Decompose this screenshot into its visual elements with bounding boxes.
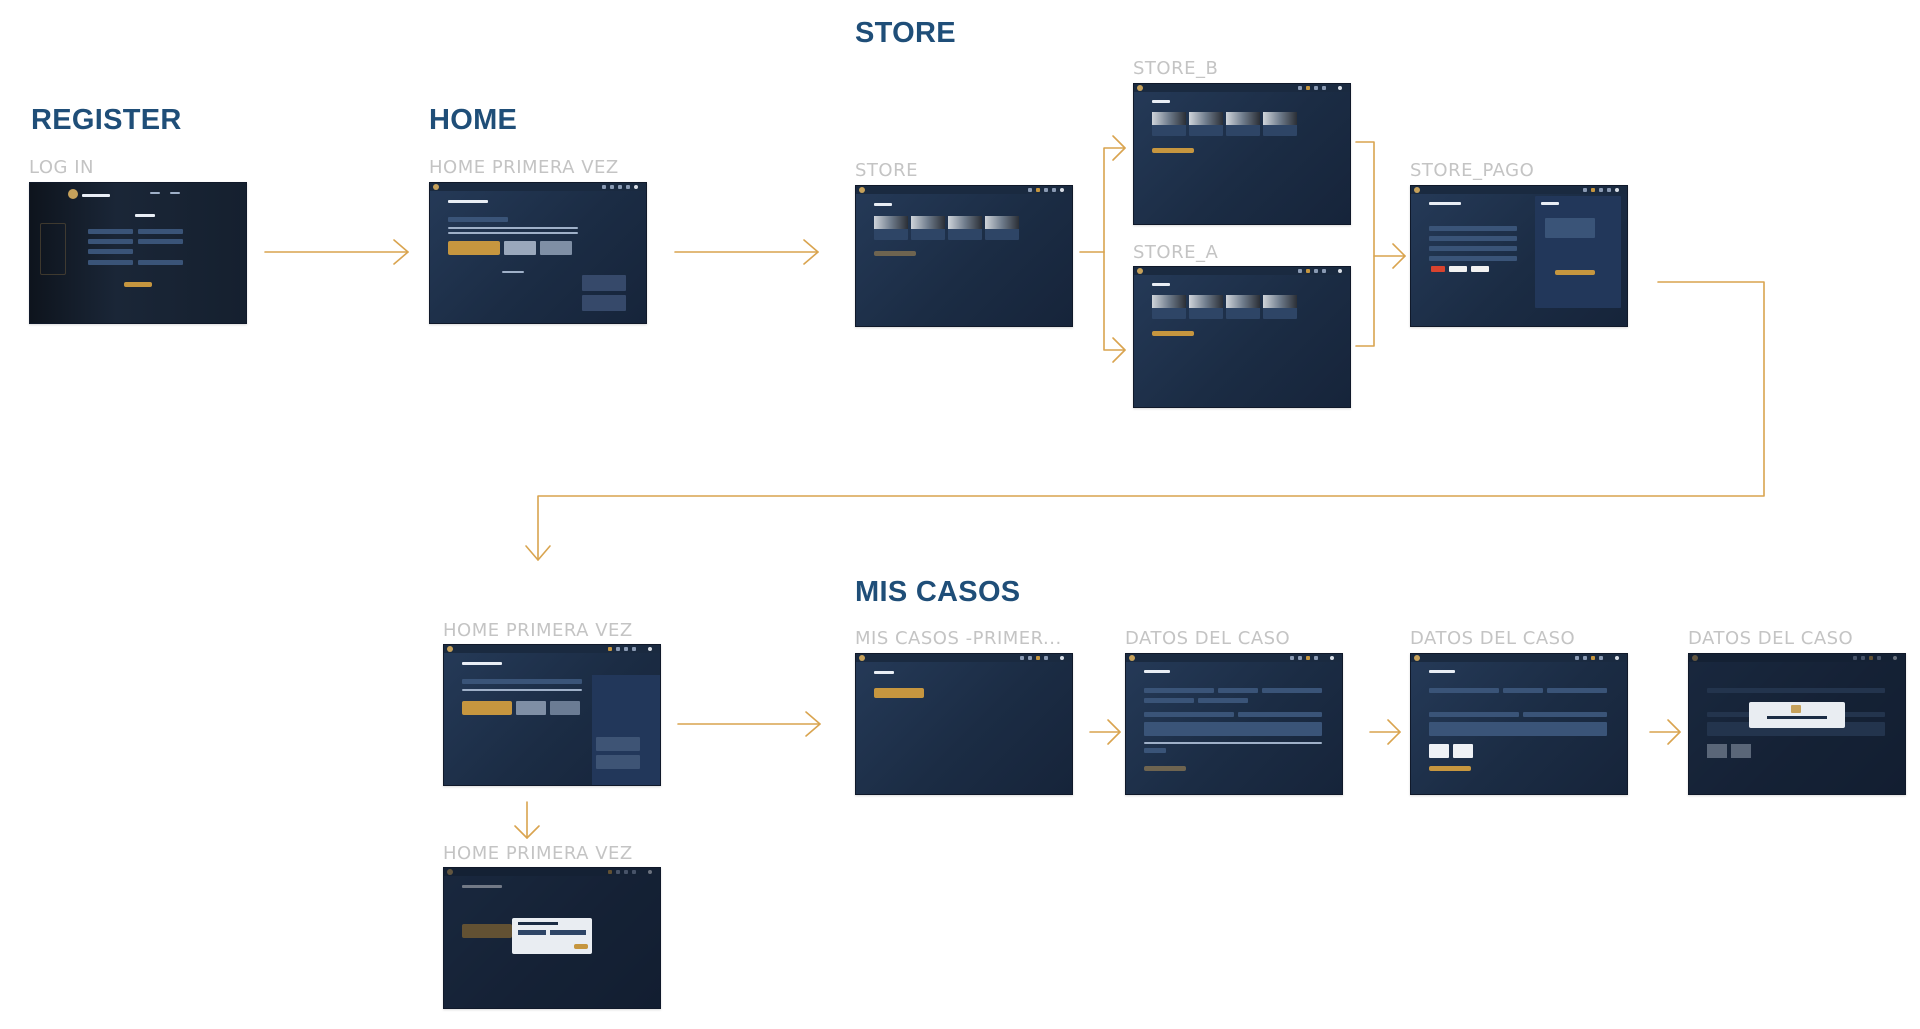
arrow-home-2-to-home-3 [514, 801, 540, 839]
connector-store-variants-to-pago [1355, 141, 1406, 347]
screen-home-primera-vez-3[interactable] [443, 867, 661, 1009]
success-modal [1749, 702, 1845, 728]
screen-datos-del-caso-2[interactable] [1410, 653, 1628, 795]
arrow-home-2-to-mis-casos [677, 711, 821, 737]
section-title-store: STORE [855, 17, 956, 49]
screen-datos-del-caso-1[interactable] [1125, 653, 1343, 795]
frame-label-home-primera-vez-3: HOME PRIMERA VEZ [443, 843, 633, 864]
schedule-modal [512, 918, 592, 954]
screen-store-b[interactable] [1133, 83, 1351, 225]
frame-label-datos-del-caso-2: DATOS DEL CASO [1410, 628, 1576, 649]
arrow-mis-casos-to-datos-1 [1089, 719, 1121, 745]
frame-label-store-a: STORE_A [1133, 242, 1219, 263]
arrow-datos-2-to-datos-3 [1649, 719, 1681, 745]
screen-log-in[interactable] [29, 182, 247, 324]
frame-label-log-in: LOG IN [29, 157, 94, 178]
section-title-register: REGISTER [31, 104, 182, 136]
frame-label-store: STORE [855, 160, 918, 181]
frame-label-store-b: STORE_B [1133, 58, 1219, 79]
frame-label-datos-del-caso-1: DATOS DEL CASO [1125, 628, 1291, 649]
frame-label-home-primera-vez-2: HOME PRIMERA VEZ [443, 620, 633, 641]
arrow-datos-1-to-datos-2 [1369, 719, 1401, 745]
screen-datos-del-caso-3[interactable] [1688, 653, 1906, 795]
frame-label-home-primera-vez: HOME PRIMERA VEZ [429, 157, 619, 178]
register-button [124, 282, 152, 287]
arrow-login-to-home [264, 239, 409, 265]
screen-store-pago[interactable] [1410, 185, 1628, 327]
screen-store[interactable] [855, 185, 1073, 327]
frame-label-store-pago: STORE_PAGO [1410, 160, 1535, 181]
screen-store-a[interactable] [1133, 266, 1351, 408]
frame-label-mis-casos-primer: MIS CASOS -PRIMER... [855, 628, 1062, 649]
screen-home-primera-vez-2[interactable] [443, 644, 661, 786]
screen-home-primera-vez[interactable] [429, 182, 647, 324]
connector-store-branch [1079, 135, 1126, 363]
screen-mis-casos[interactable] [855, 653, 1073, 795]
section-title-home: HOME [429, 104, 518, 136]
frame-label-datos-del-caso-3: DATOS DEL CASO [1688, 628, 1854, 649]
arrow-home-to-store [674, 239, 819, 265]
logo-icon [68, 189, 78, 199]
section-title-mis-casos: MIS CASOS [855, 576, 1021, 608]
connector-pago-to-home-2 [525, 281, 1765, 561]
